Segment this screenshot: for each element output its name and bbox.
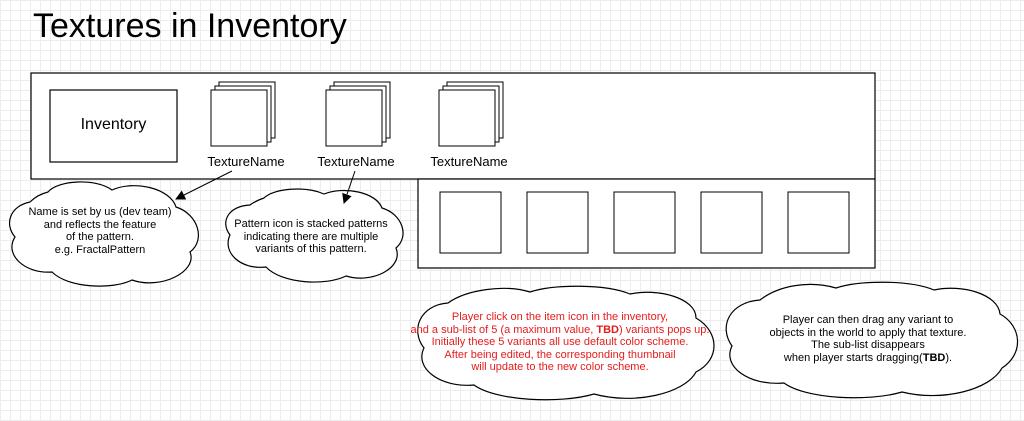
texture-item-3-icon[interactable]	[438, 81, 504, 147]
pattern-arrow	[342, 170, 356, 204]
variant-slots	[439, 191, 850, 254]
tbd-marker: TBD	[596, 323, 619, 336]
variant-slot-4[interactable]	[700, 191, 763, 254]
note-text-run: Player click on the item icon in the inv…	[451, 311, 669, 323]
note-line: objects in the world to apply that textu…	[730, 327, 1006, 340]
note-line: Initially these 5 variants all use defau…	[410, 336, 710, 349]
texture-item-1-label: TextureName	[207, 154, 285, 169]
click-note-cloud	[417, 285, 715, 401]
variant-slot-3[interactable]	[613, 191, 676, 254]
note-line: After being edited, the corresponding th…	[410, 349, 710, 362]
note-text-run: objects in the world to apply that textu…	[769, 326, 967, 339]
note-line: The sub-list disappears	[730, 339, 1006, 352]
note-text-run: when player starts dragging(	[783, 351, 923, 364]
note-text-run: ).	[945, 351, 953, 364]
click-note-text: Player click on the item icon in the inv…	[410, 311, 710, 374]
variant-slot-5[interactable]	[787, 191, 850, 254]
note-text-run: After being edited, the corresponding th…	[444, 348, 676, 361]
note-line: Player can then drag any variant to	[730, 314, 1006, 327]
pattern-note-text: Pattern icon is stacked patterns indicat…	[234, 218, 388, 255]
note-text-run: Initially these 5 variants all use defau…	[431, 336, 689, 348]
name-note-text: Name is set by us (dev team) and reflect…	[28, 206, 172, 256]
note-text-run: will update to the new color scheme.	[471, 361, 649, 373]
name-arrow	[175, 170, 233, 200]
name-note-cloud	[9, 181, 199, 287]
variant-slot-2[interactable]	[526, 191, 589, 254]
tbd-marker: TBD	[922, 351, 946, 364]
note-line: when player starts dragging(TBD).	[730, 352, 1006, 365]
texture-item-2-icon[interactable]	[325, 81, 391, 147]
note-line: Player click on the item icon in the inv…	[410, 311, 710, 324]
page-title: Textures in Inventory	[33, 7, 347, 45]
inventory-button[interactable]	[49, 89, 178, 163]
texture-item-2-label: TextureName	[317, 154, 395, 169]
note-text-run: ) variants pops up.	[618, 323, 710, 336]
texture-item-1-icon[interactable]	[210, 81, 276, 147]
note-line: will update to the new color scheme.	[410, 361, 710, 374]
note-text-run: The sub-list disappears	[811, 339, 925, 351]
inventory-label: Inventory	[80, 116, 147, 133]
variant-slot-1[interactable]	[439, 191, 502, 254]
note-text-run: Player can then drag any variant to	[782, 314, 954, 326]
texture-item-3-label: TextureName	[430, 154, 508, 169]
pattern-note-cloud	[225, 188, 404, 283]
drag-note-cloud	[725, 281, 1019, 399]
note-line: and a sub-list of 5 (a maximum value, TB…	[410, 324, 710, 337]
note-text-run: and a sub-list of 5 (a maximum value,	[410, 323, 597, 336]
